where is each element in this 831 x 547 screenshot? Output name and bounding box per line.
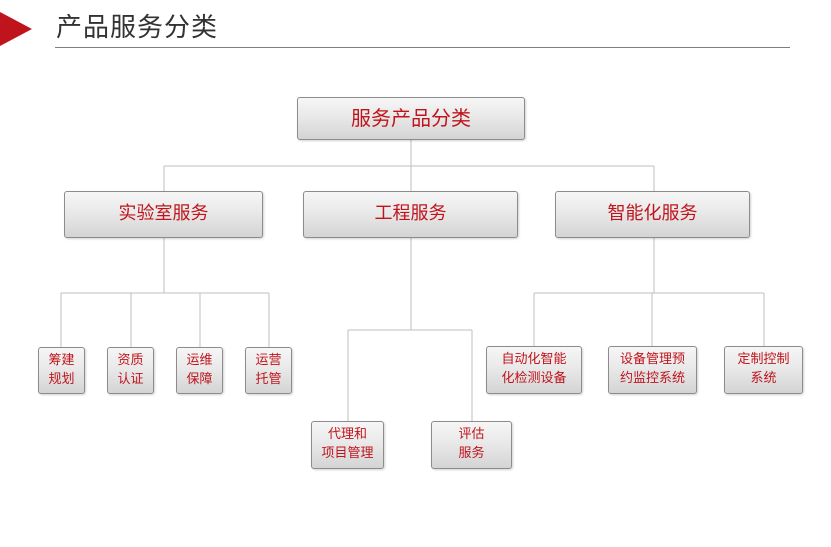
service-item: 设备管理预约监控系统 (608, 346, 697, 394)
item-line: 认证 (117, 371, 144, 387)
item-line: 资质 (117, 352, 144, 368)
item-line: 项目管理 (321, 446, 374, 461)
item-line: 规划 (48, 371, 75, 387)
title-arrow-icon (0, 12, 32, 46)
item-line: 运维 (186, 352, 213, 368)
service-item: 运营托管 (245, 347, 292, 394)
item-line: 化检测设备 (501, 371, 567, 386)
category-lab-services: 实验室服务 (64, 191, 263, 238)
item-line: 保障 (186, 371, 213, 387)
root-node: 服务产品分类 (297, 97, 525, 140)
category-smart-services: 智能化服务 (555, 191, 750, 238)
service-item: 资质认证 (107, 347, 154, 394)
item-line: 代理和 (327, 427, 367, 443)
category-label: 工程服务 (374, 203, 447, 225)
item-line: 评估 (458, 427, 485, 443)
service-item: 代理和项目管理 (311, 421, 384, 469)
item-line: 系统 (750, 371, 777, 386)
item-line: 服务 (458, 446, 485, 461)
item-line: 运营 (255, 352, 282, 368)
item-line: 约监控系统 (619, 371, 685, 386)
item-line: 自动化智能 (501, 352, 567, 368)
service-item: 定制控制系统 (724, 346, 803, 394)
service-item: 筹建规划 (38, 347, 85, 394)
item-line: 定制控制 (737, 352, 790, 368)
service-item: 运维保障 (176, 347, 223, 394)
category-label: 实验室服务 (118, 203, 209, 225)
title-divider (55, 47, 790, 48)
service-item: 自动化智能化检测设备 (486, 346, 582, 394)
root-node-label: 服务产品分类 (351, 106, 471, 130)
category-engineering-services: 工程服务 (303, 191, 518, 238)
item-line: 筹建 (48, 352, 75, 368)
category-label: 智能化服务 (607, 203, 698, 225)
service-item: 评估服务 (431, 421, 512, 469)
item-line: 设备管理预 (619, 352, 685, 368)
item-line: 托管 (255, 371, 282, 387)
page-title: 产品服务分类 (56, 13, 219, 43)
